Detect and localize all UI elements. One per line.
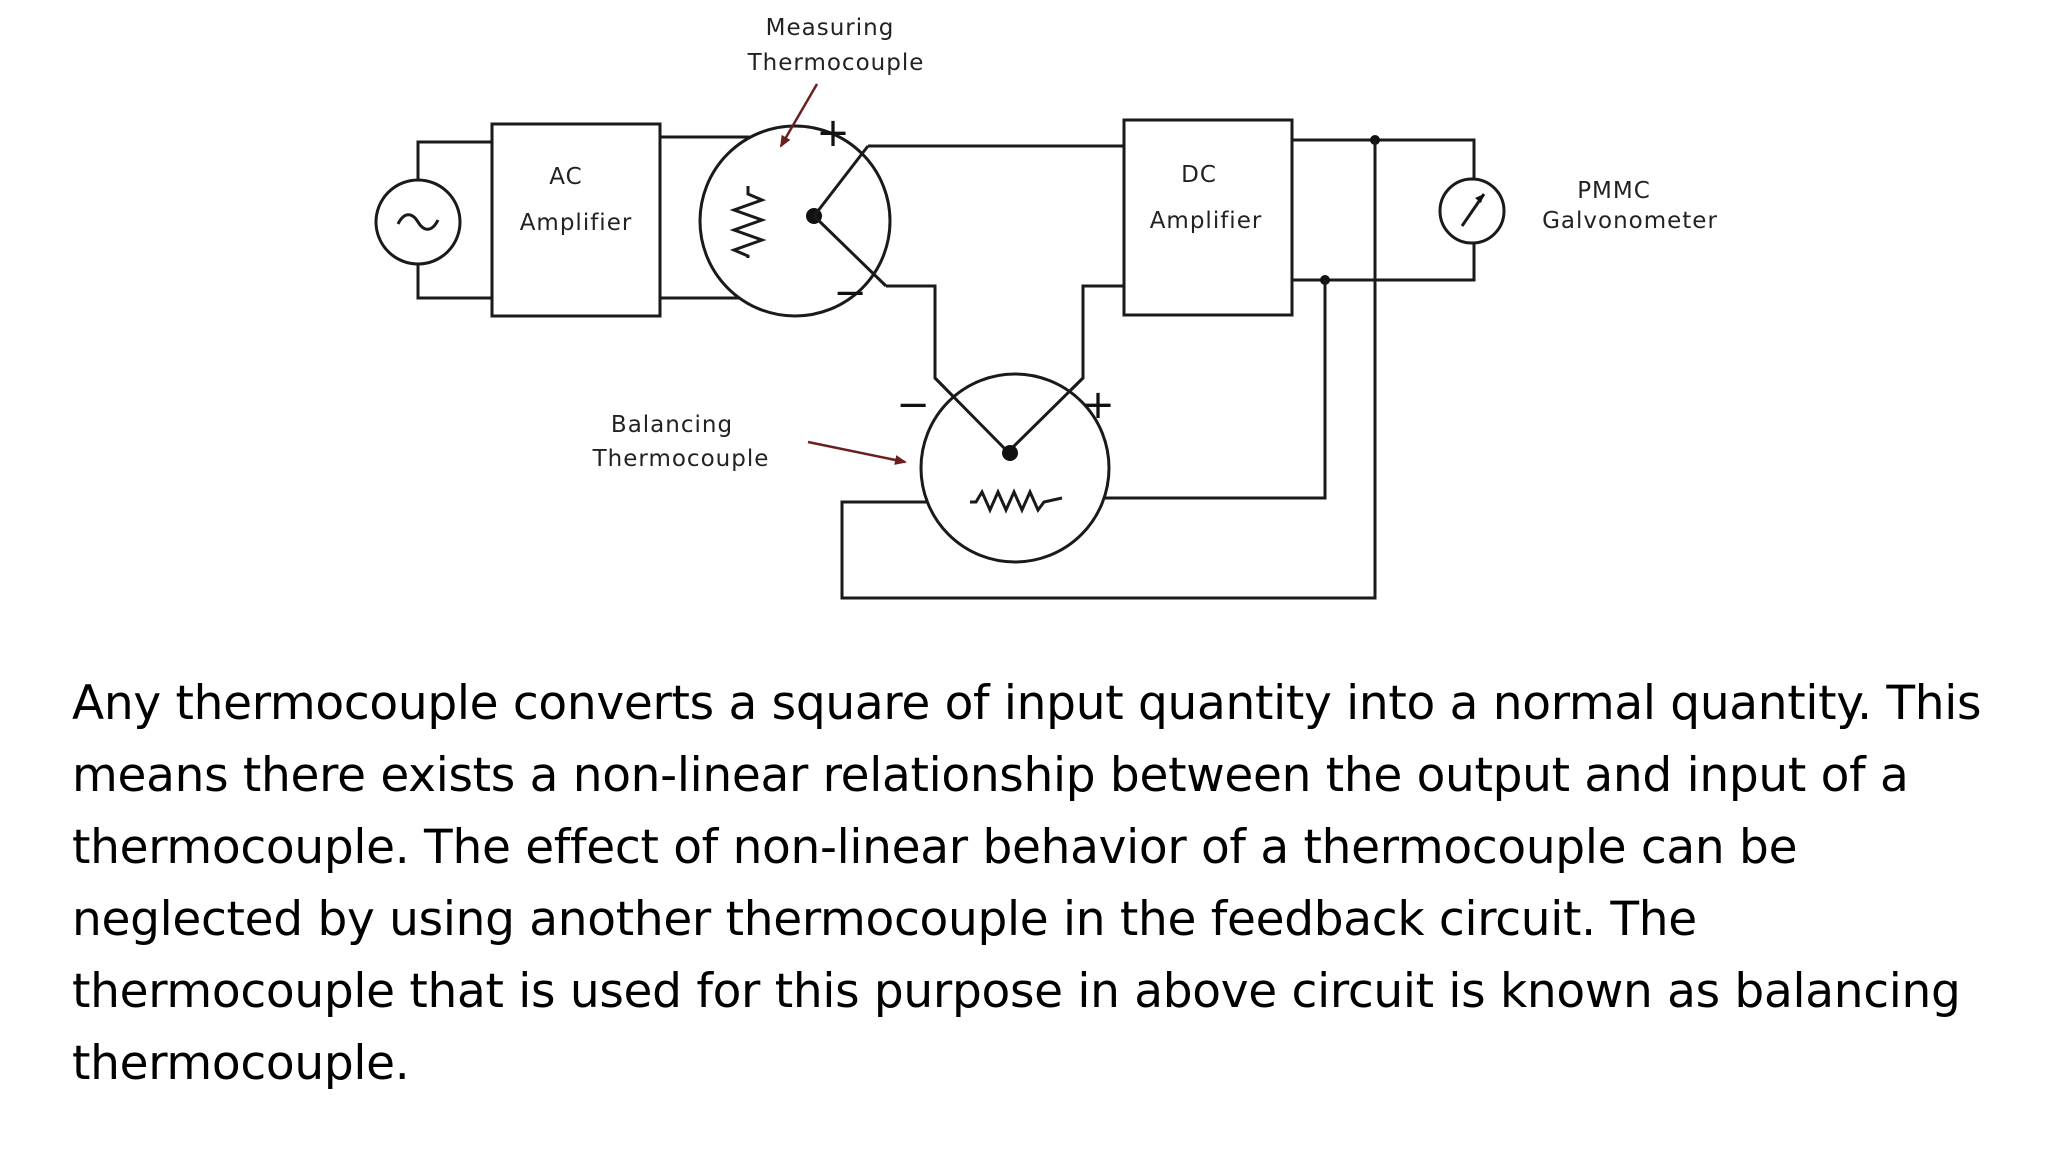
balancing-pointer-arrow [807, 440, 907, 465]
ac-amplifier-label-line2: Amplifier [520, 210, 633, 236]
measuring-thermocouple-label-line1: Measuring [766, 15, 895, 41]
dc-amplifier-label-line1: DC [1181, 162, 1217, 188]
description-paragraph: Any thermocouple converts a square of in… [72, 676, 1982, 1091]
pmmc-label-line1: PMMC [1577, 178, 1651, 204]
pmmc-galvanometer: PMMC Galvonometer [1438, 177, 1718, 245]
ac-amplifier-label-line1: AC [549, 164, 582, 190]
dc-amplifier: DC Amplifier [1122, 118, 1294, 317]
measuring-minus-sign: − [833, 270, 867, 316]
heater-resistor-icon [729, 186, 767, 258]
sine-wave-icon [396, 213, 440, 231]
pmmc-label-line2: Galvonometer [1542, 208, 1718, 234]
ac-source [374, 140, 492, 300]
measuring-plus-sign: + [816, 110, 850, 156]
dc-amplifier-label-line2: Amplifier [1150, 208, 1263, 234]
circuit-diagram: AC Amplifier + − Measuring Thermocouple … [374, 15, 1718, 600]
balancing-thermocouple-label-line2: Thermocouple [592, 446, 770, 472]
ac-amplifier: AC Amplifier [490, 122, 662, 318]
measuring-pointer-arrow [779, 83, 819, 148]
balancing-thermocouple-label-line1: Balancing [611, 412, 733, 438]
balancing-minus-sign: − [896, 382, 930, 428]
measuring-thermocouple: + − [698, 110, 892, 318]
balancing-heater-resistor-icon [970, 488, 1063, 514]
balancing-thermocouple: − + [896, 372, 1115, 564]
measuring-thermocouple-label-line2: Thermocouple [747, 50, 925, 76]
balancing-plus-sign: + [1081, 382, 1115, 428]
